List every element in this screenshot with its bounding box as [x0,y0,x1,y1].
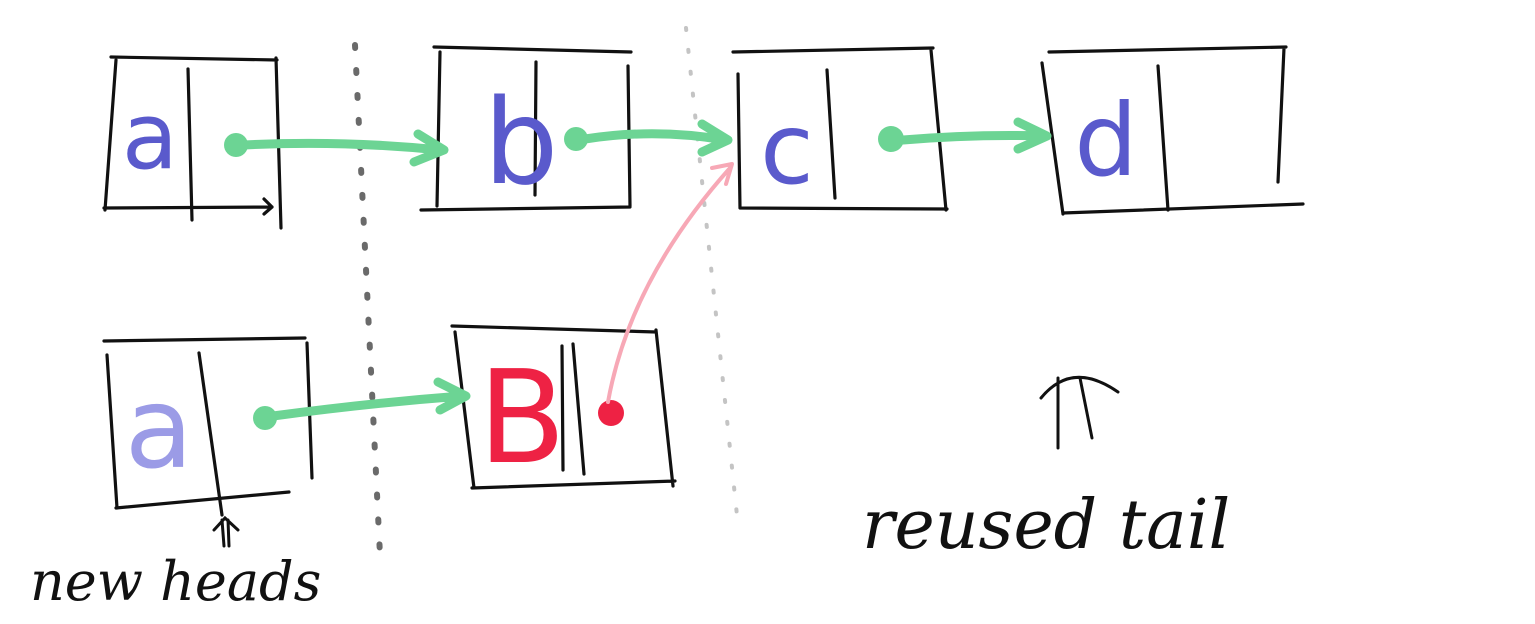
original-node-b: b [419,45,633,212]
separator-left [352,42,383,558]
pointer-a-to-b [239,129,449,167]
new-heads-annotation: new heads [30,515,321,613]
new-node-a: a [102,336,314,517]
new-node-b-value: B [478,344,566,493]
new-node-a-value: a [125,364,194,494]
original-node-c-pointer-dot [878,126,904,152]
reused-tail-marker-icon [1039,376,1120,450]
pointer-new-a-to-new-b [268,377,471,421]
original-node-a-pointer-dot [224,133,248,157]
reused-tail-label: reused tail [862,486,1230,565]
original-node-a-value: a [122,83,178,190]
new-node-b: B [450,324,677,493]
pointer-c-to-d [898,117,1052,154]
original-node-c-value: c [760,93,814,207]
new-node-b-pointer-dot [598,400,624,426]
original-node-d: d [1040,45,1305,216]
reused-tail-annotation: reused tail [862,376,1230,565]
separator-right [684,26,740,527]
new-heads-marker-icon [212,515,240,548]
original-node-d-value: d [1074,82,1137,199]
new-heads-label: new heads [30,550,321,613]
original-node-a: a [102,55,283,230]
original-node-b-pointer-dot [564,127,588,151]
original-node-b-value: b [484,73,559,211]
pointer-new-b-to-c [606,162,734,404]
pointer-b-to-c [580,119,733,157]
original-node-c: c [731,46,949,212]
